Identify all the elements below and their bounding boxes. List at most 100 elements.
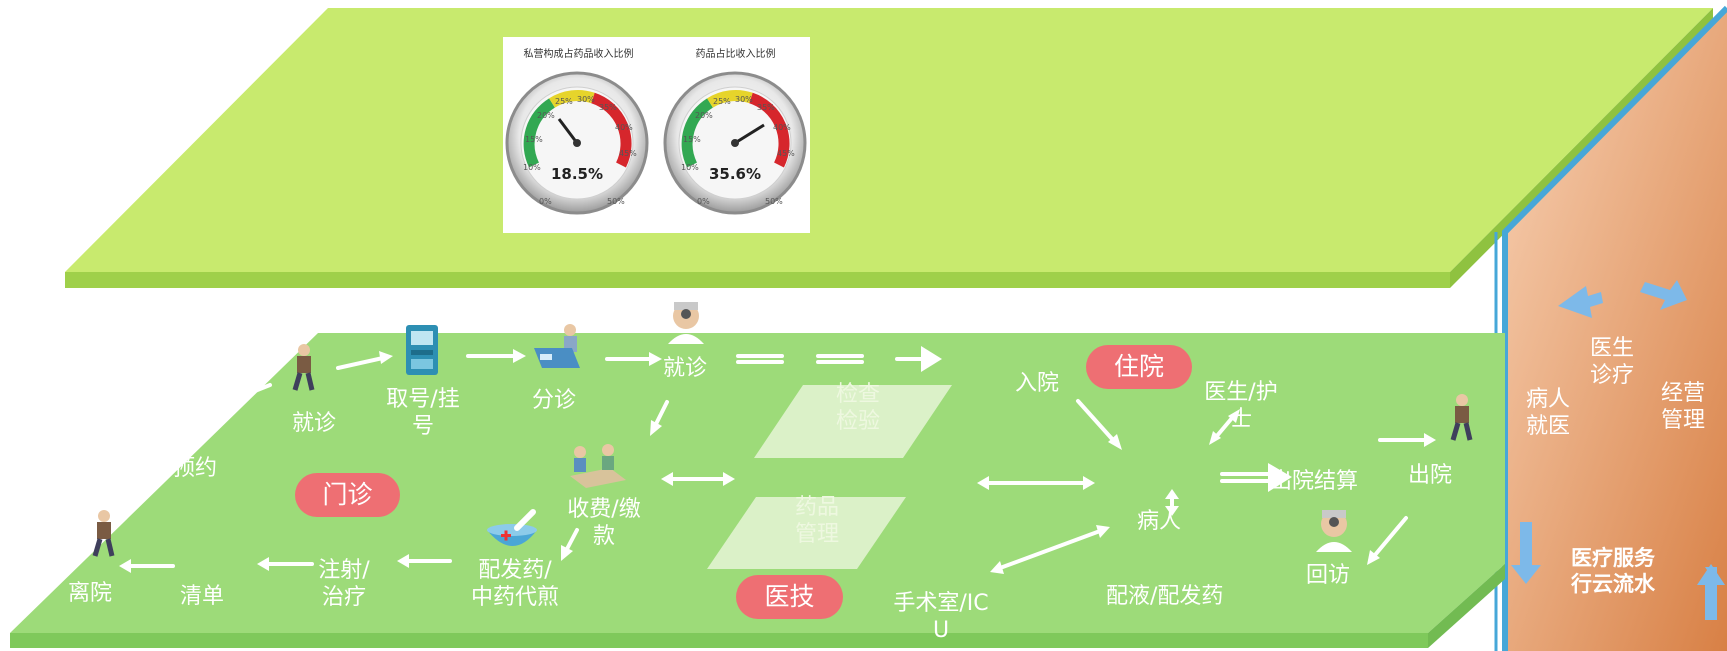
label-operations: 经营 管理: [1655, 380, 1711, 434]
label-doctor-treat-line2: 诊疗: [1589, 363, 1634, 388]
triage-desk-icon: [534, 324, 580, 368]
label-patient-visit-line2: 就医: [1525, 414, 1570, 439]
label-admit: 入院: [1015, 371, 1060, 396]
label-pharmacy: 药品 管理: [789, 494, 845, 548]
exam-box: [754, 385, 952, 458]
doctor-icon-followup: [1316, 510, 1352, 552]
lower-plane: [10, 333, 1505, 648]
tick-label: 40%: [773, 123, 791, 132]
flow-arrows: [119, 346, 1436, 574]
label-consult: 就诊: [663, 356, 708, 381]
label-leave: 离院: [68, 581, 113, 606]
label-dispense-line1: 配发药/: [478, 558, 552, 583]
label-visit: 就诊: [292, 411, 337, 436]
pill-outpatient: 门诊: [295, 473, 400, 517]
tick-label: 10%: [681, 163, 699, 172]
tick-label: 25%: [713, 97, 731, 106]
label-exam: 检查 检验: [830, 381, 886, 435]
label-doctor-treat-line1: 医生: [1589, 336, 1634, 361]
person-icon-visit: [292, 344, 315, 391]
label-followup: 回访: [1306, 563, 1351, 588]
label-settlement: 出院结算: [1270, 469, 1359, 494]
label-register: 取号/挂 号: [380, 386, 466, 440]
pharmacy-box: [707, 497, 906, 569]
arrow-patient-doctor: [1214, 416, 1234, 439]
arrow-appointment-visit: [243, 383, 272, 397]
arrow-patient-surgery: [998, 529, 1102, 570]
gauge-right-ticks: 0% 10% 15% 20% 25% 30% 35% 40% 45% 50%: [661, 37, 811, 233]
gauge-panel: 私营构成占药品收入比例 药品占比收入比例 18.5% 35.6% 0% 10% …: [503, 37, 810, 233]
label-doctor-nurse: 医生/护 士: [1196, 379, 1286, 433]
side-panel-title-line1: 医疗服务: [1571, 546, 1655, 570]
tick-label: 50%: [607, 197, 625, 206]
tick-label: 35%: [599, 103, 617, 112]
label-register-line2: 号: [411, 414, 434, 439]
gauge-left: [505, 71, 649, 215]
arrow-payment-dispense: [565, 528, 579, 551]
label-discharge: 出院: [1408, 463, 1453, 488]
label-surgery-line2: U: [932, 618, 950, 643]
pill-medtech-label: 医技: [764, 582, 815, 611]
label-appointment: 预约: [173, 456, 218, 481]
person-icon-discharge: [1450, 394, 1473, 441]
label-doctor-treat: 医生 诊疗: [1584, 335, 1640, 389]
label-patient-visit: 病人 就医: [1520, 386, 1576, 440]
label-infusion: 配液/配发药: [1106, 584, 1224, 609]
blue-arrow-left: [1558, 286, 1603, 318]
label-doctor-nurse-line1: 医生/护: [1204, 380, 1278, 405]
tick-label: 25%: [555, 97, 573, 106]
label-payment: 收费/缴 款: [561, 496, 647, 550]
label-surgery: 手术室/IC U: [886, 590, 996, 644]
tick-label: 40%: [615, 123, 633, 132]
arrow-discharge-followup: [1373, 516, 1408, 557]
label-register-line1: 取号/挂: [386, 387, 460, 412]
gauge-panel-svg: [505, 71, 807, 215]
label-pharmacy-line2: 管理: [794, 522, 839, 547]
tick-label: 45%: [619, 149, 637, 158]
side-panel-title: 医疗服务 行云流水: [1560, 545, 1666, 597]
cashier-icon: [570, 444, 626, 488]
label-bill: 清单: [180, 584, 225, 609]
gauge-left-value: 18.5%: [550, 165, 604, 183]
label-injection: 注射/ 治疗: [311, 557, 377, 611]
tick-label: 0%: [539, 197, 552, 206]
label-triage: 分诊: [532, 388, 577, 413]
tick-label: 15%: [683, 135, 701, 144]
pill-inpatient: 住院: [1086, 345, 1192, 389]
label-pharmacy-line1: 药品: [794, 495, 839, 520]
side-panel-title-line2: 行云流水: [1571, 572, 1655, 596]
arrow-admit-patient: [1076, 399, 1115, 442]
blue-arrow-up: [1697, 564, 1725, 620]
label-exam-line2: 检验: [835, 409, 880, 434]
label-dispense: 配发药/ 中药代煎: [463, 557, 567, 611]
arrow-consult-payment: [654, 400, 669, 426]
gauge-right-value: 35.6%: [708, 165, 762, 183]
label-exam-line1: 检查: [835, 382, 880, 407]
pill-medtech: 医技: [736, 575, 843, 619]
side-arrows: [1511, 280, 1725, 620]
mortar-icon: [487, 509, 537, 546]
gauge-left-ticks: 0% 10% 15% 20% 25% 30% 35% 40% 45% 50%: [503, 37, 653, 233]
label-operations-line1: 经营: [1660, 381, 1705, 406]
pill-inpatient-label: 住院: [1113, 352, 1164, 381]
upper-plane: [65, 8, 1713, 288]
label-injection-line2: 治疗: [321, 585, 366, 610]
label-surgery-line1: 手术室/IC: [893, 591, 989, 616]
label-patient-visit-line1: 病人: [1525, 387, 1570, 412]
gauge-left-title: 私营构成占药品收入比例: [523, 49, 634, 60]
gauge-right: [663, 71, 807, 215]
tick-label: 15%: [525, 135, 543, 144]
tick-label: 20%: [695, 111, 713, 120]
tick-label: 30%: [577, 95, 595, 104]
tick-label: 35%: [757, 103, 775, 112]
label-payment-line1: 收费/缴: [567, 497, 641, 522]
kiosk-icon: [406, 325, 438, 375]
label-payment-line2: 款: [592, 524, 615, 549]
tick-label: 0%: [697, 197, 710, 206]
blue-arrow-down: [1511, 522, 1541, 584]
arrow-visit-register: [336, 356, 385, 370]
person-icon-leave: [92, 510, 115, 557]
label-injection-line1: 注射/: [318, 558, 370, 583]
label-dispense-line2: 中药代煎: [470, 585, 559, 610]
